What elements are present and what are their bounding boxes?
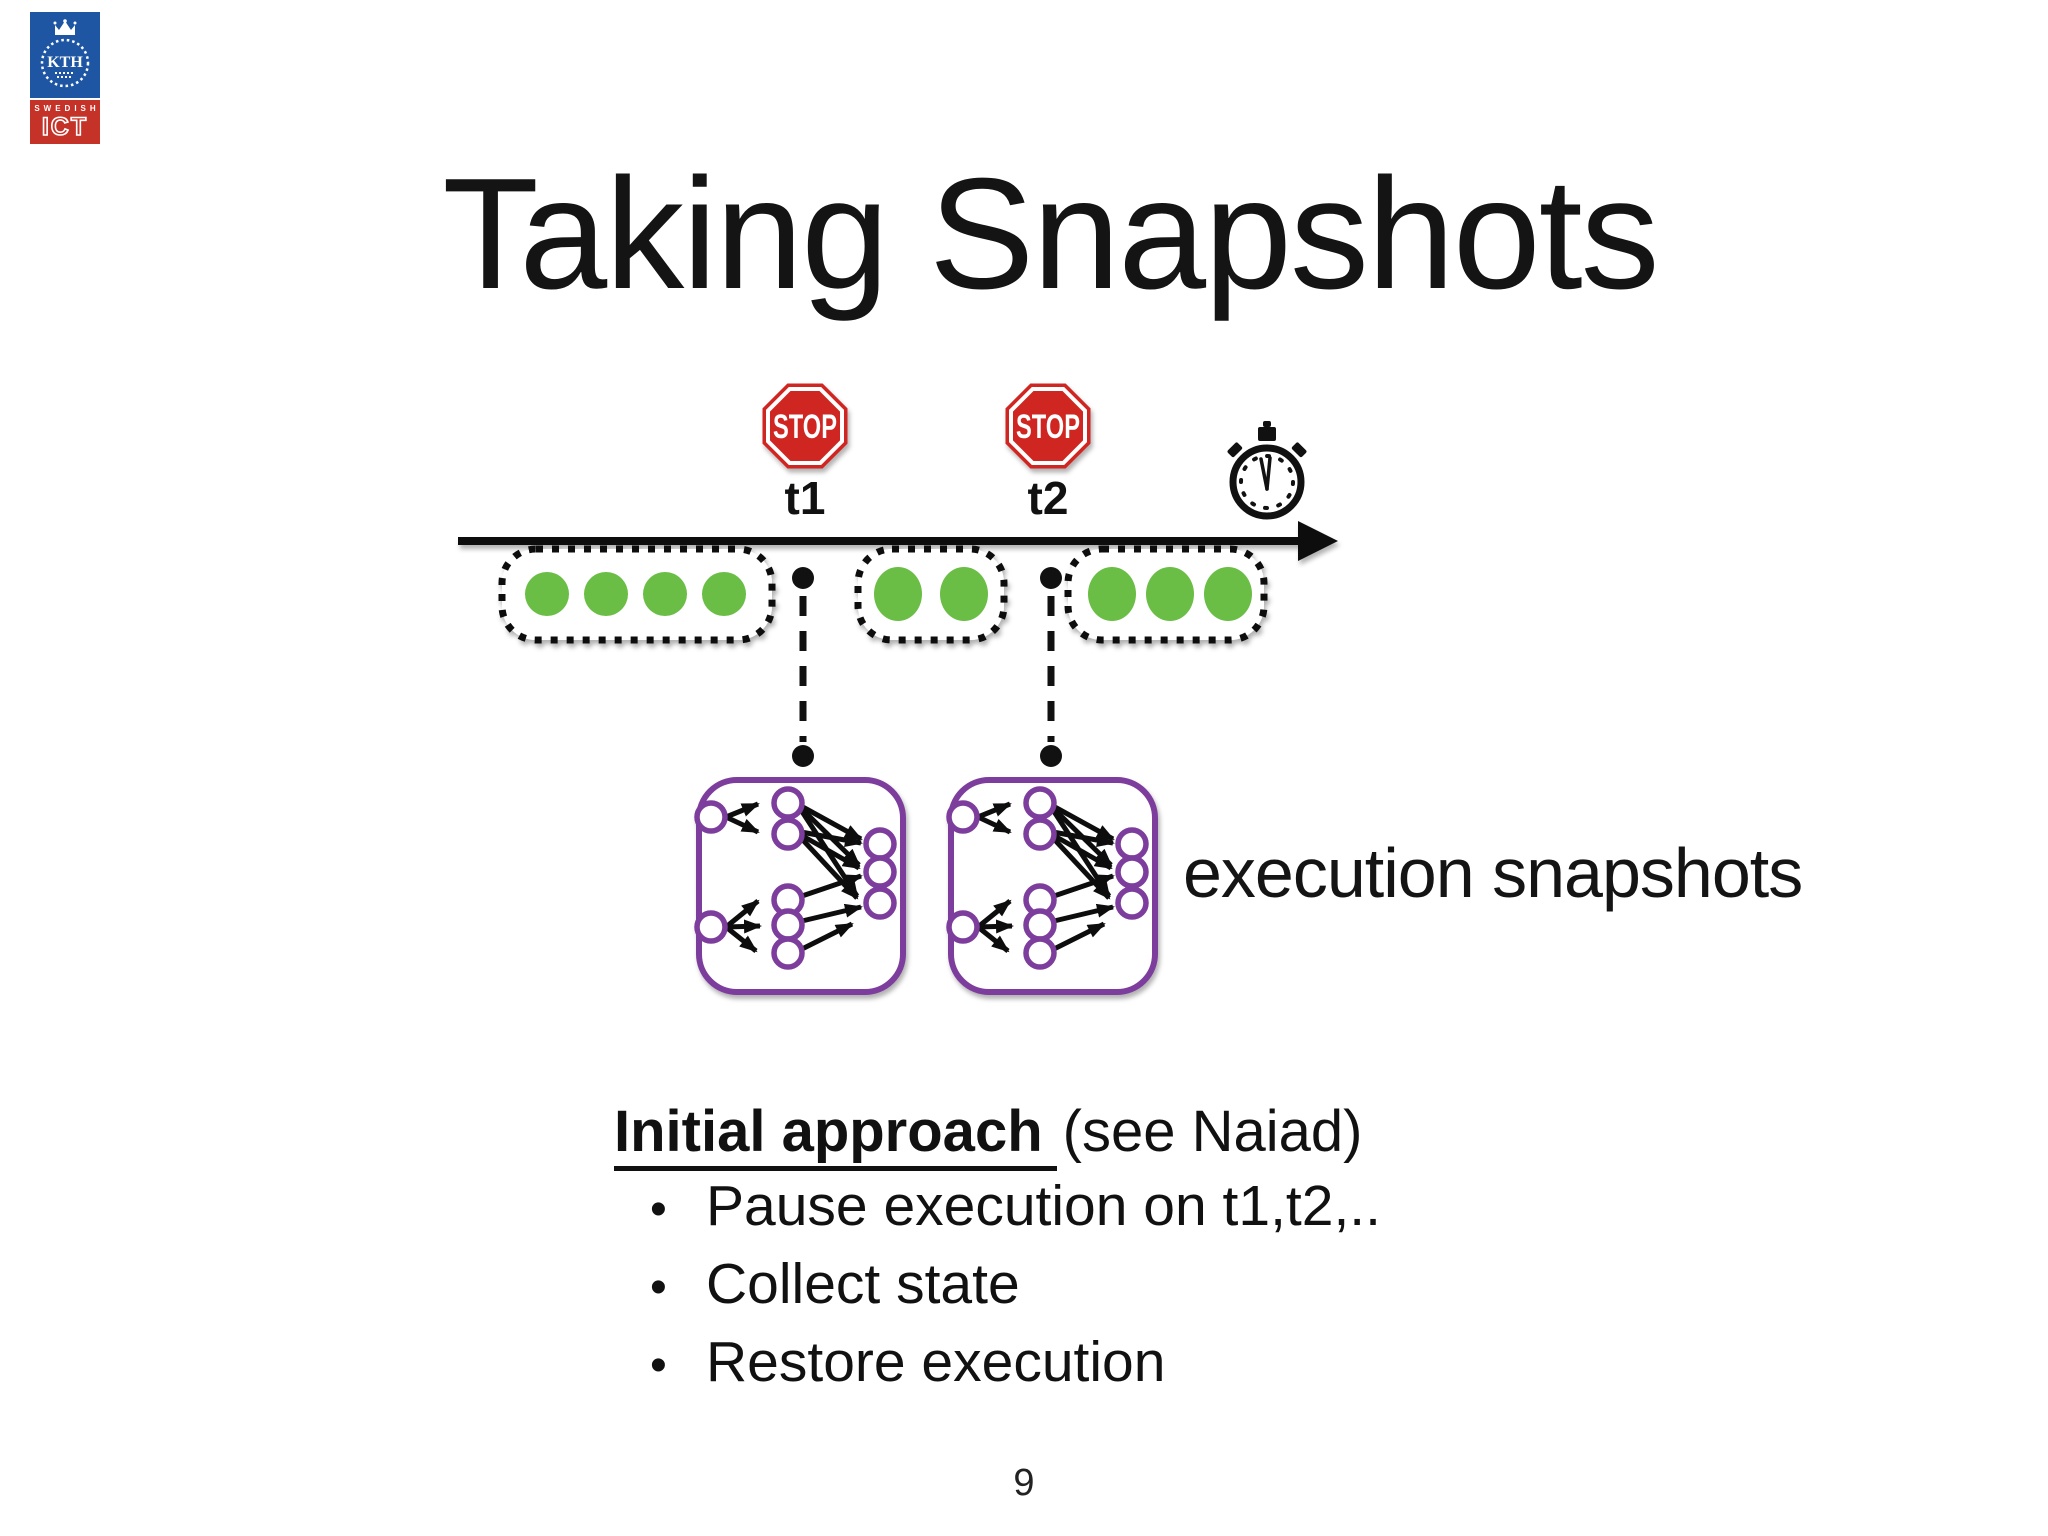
crown-icon: [55, 21, 75, 35]
kth-text: KTH: [47, 54, 83, 71]
bullet-text: Restore execution: [706, 1330, 1166, 1394]
stopwatch-icon: [1227, 421, 1307, 520]
approach-block: Initial approach(see Naiad) • Pause execu…: [614, 1095, 1381, 1403]
bullet-icon: •: [650, 1183, 667, 1236]
kth-emblem: KTH: [30, 12, 100, 98]
kth-swedish-ict-logo: KTH SWEDISH ICT: [30, 12, 100, 144]
execution-snapshot-box-1: [697, 780, 903, 992]
event-group-2: [854, 545, 1008, 644]
approach-heading-rest: (see Naiad): [1062, 1099, 1363, 1164]
swedish-label: SWEDISH: [34, 104, 100, 113]
swedish-ict-badge: SWEDISH ICT: [30, 100, 100, 144]
approach-heading: Initial approach(see Naiad): [614, 1095, 1381, 1171]
execution-snapshots-label: execution snapshots: [1183, 834, 1803, 912]
page-number: 9: [1013, 1462, 1035, 1504]
bullet-item: • Restore execution: [650, 1325, 1381, 1403]
bullet-item: • Collect state: [650, 1247, 1381, 1325]
approach-bullet-list: • Pause execution on t1,t2,.. • Collect st…: [614, 1169, 1381, 1403]
event-group-3: [1064, 545, 1268, 644]
stop-sign-text: STOP: [773, 408, 837, 446]
bullet-text: Pause execution on t1,t2,..: [706, 1174, 1381, 1238]
ict-label: ICT: [41, 113, 89, 141]
stop-sign-text: STOP: [1016, 408, 1080, 446]
bullet-icon: •: [650, 1339, 667, 1392]
snapshot-connector-t1: [792, 567, 814, 767]
t2-label: t2: [1028, 472, 1069, 524]
execution-snapshot-box-2: [949, 780, 1155, 992]
kth-crest-icon: KTH: [40, 19, 90, 88]
bullet-text: Collect state: [706, 1252, 1020, 1316]
timeline-arrow: [458, 521, 1338, 561]
event-group-1: [498, 545, 776, 644]
t1-label: t1: [785, 472, 826, 524]
laurel-ring: [40, 38, 90, 88]
stop-sign-icon-t2: STOP: [1005, 383, 1091, 469]
bullet-icon: •: [650, 1261, 667, 1314]
bullet-item: • Pause execution on t1,t2,..: [650, 1169, 1381, 1247]
approach-heading-bold: Initial approach: [614, 1099, 1057, 1171]
page-title: Taking Snapshots: [442, 146, 1659, 322]
snapshot-connector-t2: [1040, 567, 1062, 767]
stop-sign-icon-t1: STOP: [762, 383, 848, 469]
